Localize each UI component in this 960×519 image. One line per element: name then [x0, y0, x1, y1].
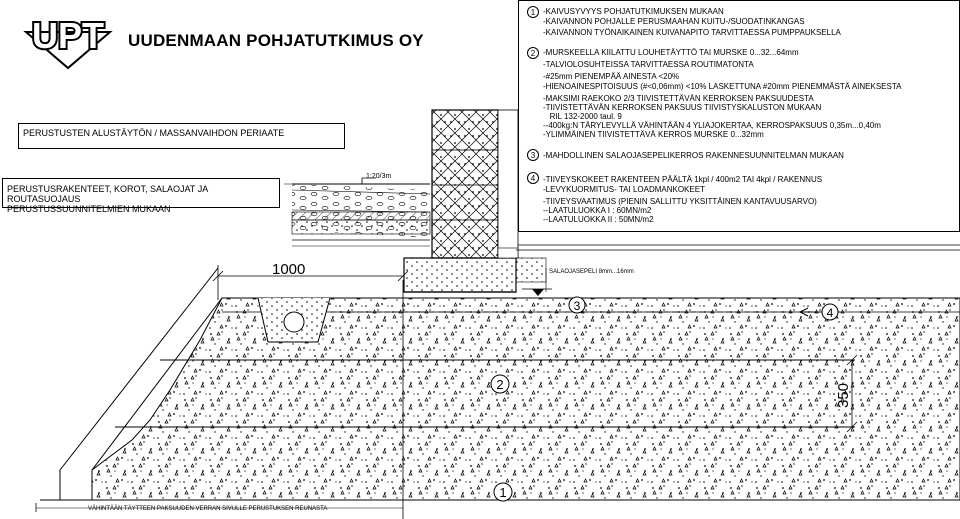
foundation-wall [431, 109, 499, 259]
note-line: -MAHDOLLINEN SALAOJASEPELIKERROS RAKENNE… [543, 151, 844, 160]
structures-note-box: PERUSTUSRAKENTEET, KOROT, SALAOJAT JA RO… [2, 178, 280, 214]
note-line: -#25mm PIENEMPÄÄ AINESTA <20% [543, 72, 680, 81]
note-line: -TIIVEYSKOKEET RAKENTEEN PÄÄLTÄ 1kpl / 4… [543, 175, 823, 184]
drainage-gravel-under-slab [515, 257, 547, 283]
ground-line [291, 189, 431, 195]
note-line: RIL 132-2000 taul. 9 [543, 112, 622, 121]
excavation-slope [91, 297, 223, 471]
note-line: --LAATULUOKKA II : 50MN/m2 [543, 215, 654, 224]
note-line: --400kg:N TÄRYLEVYLLÄ VÄHINTÄÄN 4 YLIAJO… [543, 121, 881, 130]
note-line: -MURSKEELLA KIILATTU LOUHETÄYTTÖ TAI MUR… [543, 48, 799, 57]
insulation-layer [291, 211, 431, 221]
callout-3: 3 [568, 296, 586, 314]
note-number: 1 [527, 6, 539, 18]
wall-block-joints [432, 149, 498, 221]
note-line: -KAIVANNON TYÖNAIKAINEN KUIVANAPITO TARV… [543, 28, 841, 37]
callout-2: 2 [490, 374, 510, 394]
gravel-label: SALAOJASEPELI 8mm...16mm [549, 269, 634, 275]
note-line: -HIENOAINESPITOISUUS (#<0,06mm) <10% LAS… [543, 82, 902, 91]
note-line: --LAATULUOKKA I : 60MN/m2 [543, 206, 652, 215]
slope-label: 1:20/3m [366, 173, 391, 180]
logo-text: UPT [32, 15, 104, 56]
callout-1: 1 [493, 482, 513, 502]
note-line: -TIIVISTETTÄVÄN KERROKSEN PAKSUUS TIIVIS… [543, 103, 822, 112]
drain-pipe [283, 311, 305, 333]
svg-text:4: 4 [827, 306, 834, 320]
note-line: -KAIVANNON POHJALLE PERUSMAAHAN KUITU-/S… [543, 17, 805, 26]
structures-line-1: PERUSTUSRAKENTEET, KOROT, SALAOJAT JA RO… [7, 184, 208, 204]
principle-title: PERUSTUSTEN ALUSTÄYTÖN / MASSANVAIHDON P… [23, 128, 285, 138]
note-line: -KAIVUSYVYYS POHJATUTKIMUKSEN MUKAAN [543, 7, 724, 16]
svg-text:2: 2 [496, 377, 503, 392]
note-number: 4 [527, 172, 539, 184]
svg-text:3: 3 [574, 299, 581, 313]
principle-title-box: PERUSTUSTEN ALUSTÄYTÖN / MASSANVAIHDON P… [18, 123, 345, 149]
note-line: -YLIMMÄINEN TIIVISTETTÄVÄ KERROS MURSKE … [543, 130, 764, 139]
water-level-marker [532, 289, 544, 296]
note-line: -TALVIOLOSUHTEISSA TARVITTAESSA ROUTIMAT… [543, 60, 754, 69]
dimension-350: 350 [835, 383, 852, 408]
callout-4: 4 [798, 303, 839, 321]
fill-body [91, 297, 960, 501]
svg-text:1: 1 [499, 485, 506, 500]
base-layer [291, 219, 431, 235]
note-line: -MAKSIMI RAEKOKO 2/3 TIIVISTETTÄVÄN KERR… [543, 94, 814, 103]
note-number: 3 [527, 149, 539, 161]
note-line: -TIIVEYSVAATIMUS (PIENIN SALLITTU YKSITT… [543, 197, 817, 206]
logo-triangle [23, 31, 113, 70]
note-number: 2 [527, 47, 539, 59]
bottom-label: VÄHINTÄÄN TÄYTTEEN PAKSUUDEN VERRAN SIVU… [88, 505, 327, 512]
note-line: -LEVYKUORMITUS- TAI LOADMANKOKEET [543, 185, 705, 194]
company-name: UUDENMAAN POHJATUTKIMUS OY [128, 31, 424, 50]
footing [403, 257, 517, 293]
upt-logo: UPT [23, 13, 113, 70]
structures-line-2: PERUSTUSSUUNNITELMIEN MUKAAN [7, 204, 171, 214]
dimension-1000: 1000 [272, 261, 305, 278]
slope-arrow [361, 177, 376, 184]
excavation-slope-outer [59, 267, 219, 500]
notes-box: 1 -KAIVUSYVYYS POHJATUTKIMUKSEN MUKAAN -… [518, 0, 960, 232]
wall-insulation [497, 109, 519, 259]
